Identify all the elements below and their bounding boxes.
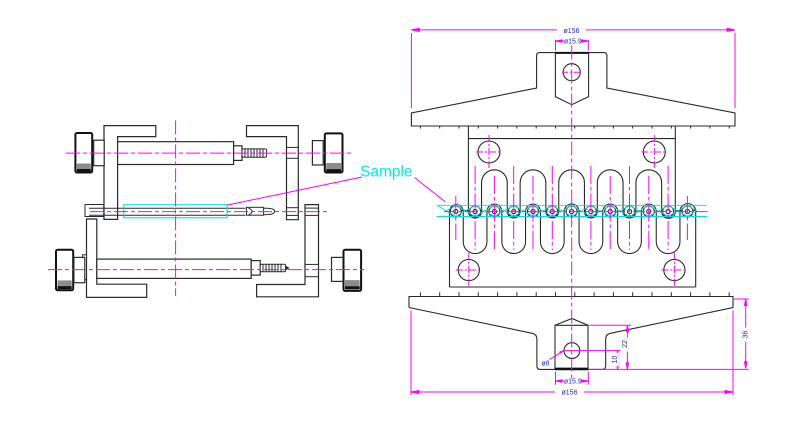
svg-text:10: 10: [612, 356, 619, 364]
svg-text:ø8: ø8: [541, 360, 549, 367]
svg-text:ø15.9: ø15.9: [564, 39, 582, 46]
svg-text:ø156: ø156: [564, 28, 580, 35]
svg-text:Sample: Sample: [360, 164, 413, 181]
svg-text:22: 22: [622, 340, 629, 348]
svg-text:ø156: ø156: [562, 390, 578, 397]
svg-text:ø15.9: ø15.9: [564, 379, 582, 386]
svg-text:36: 36: [742, 331, 749, 339]
